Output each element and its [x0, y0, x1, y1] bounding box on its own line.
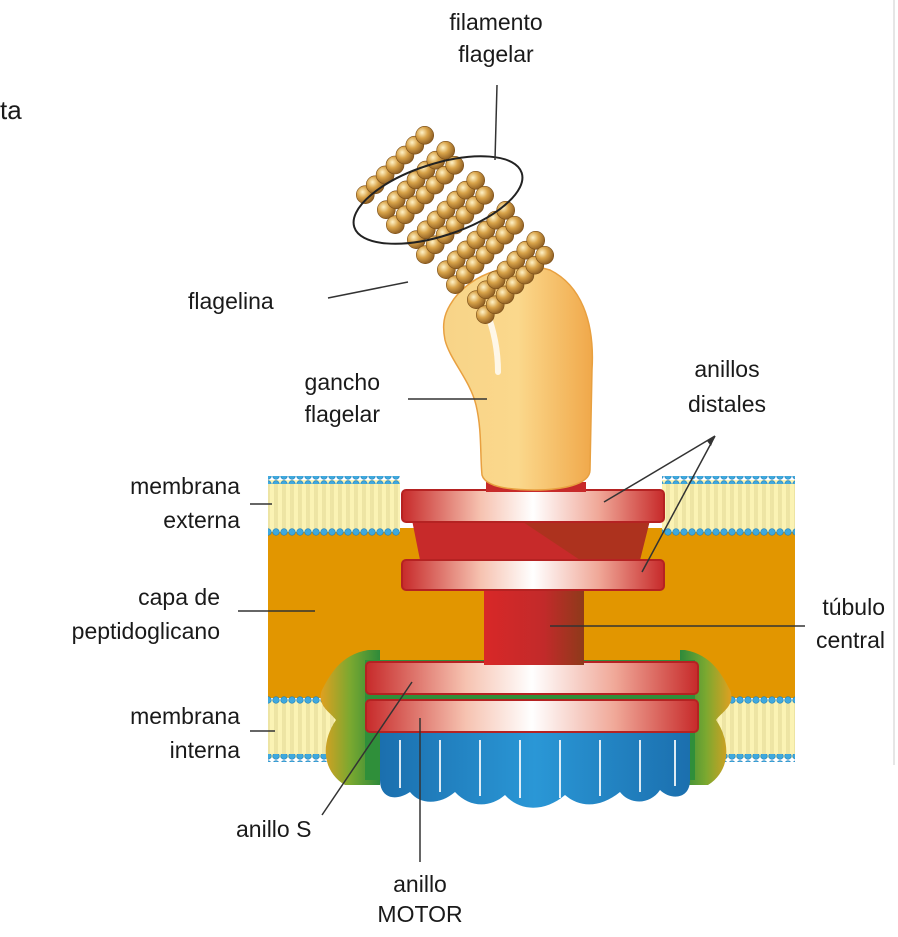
- m-ring: [366, 700, 698, 732]
- motor-ring: [380, 730, 690, 808]
- label-peptidoglicano: peptidoglicano: [10, 617, 220, 646]
- label-membrana-externa-2: externa: [60, 506, 240, 535]
- p-ring: [402, 560, 664, 590]
- label-membrana-interna-2: interna: [60, 736, 240, 765]
- label-anillo-s: anillo S: [236, 815, 311, 844]
- label-filamento: filamento: [430, 8, 562, 37]
- label-membrana-externa-1: membrana: [60, 472, 240, 501]
- l-ring: [402, 490, 664, 522]
- label-flagelina: flagelina: [188, 287, 274, 316]
- flagellin-subunit: [476, 186, 494, 204]
- label-capa-de: capa de: [40, 583, 220, 612]
- partial-text: ta: [0, 96, 22, 125]
- label-motor: MOTOR: [355, 900, 485, 929]
- arrowheads: [707, 436, 715, 446]
- label-distales: distales: [672, 390, 782, 419]
- label-anillos: anillos: [672, 355, 782, 384]
- flagellin-subunit: [506, 216, 524, 234]
- label-anillo: anillo: [355, 870, 485, 899]
- s-ring: [366, 662, 698, 694]
- flagellar-hook: [444, 266, 593, 490]
- central-tubule: [484, 585, 584, 665]
- label-flagelar-top: flagelar: [430, 40, 562, 69]
- label-gancho-flagelar: flagelar: [230, 400, 380, 429]
- label-gancho: gancho: [230, 368, 380, 397]
- flagellin-subunit: [416, 126, 434, 144]
- flagellin-subunit: [536, 246, 554, 264]
- label-central: central: [770, 626, 885, 655]
- label-tubulo: túbulo: [770, 593, 885, 622]
- image-edge-line: [893, 0, 895, 765]
- label-membrana-interna-1: membrana: [60, 702, 240, 731]
